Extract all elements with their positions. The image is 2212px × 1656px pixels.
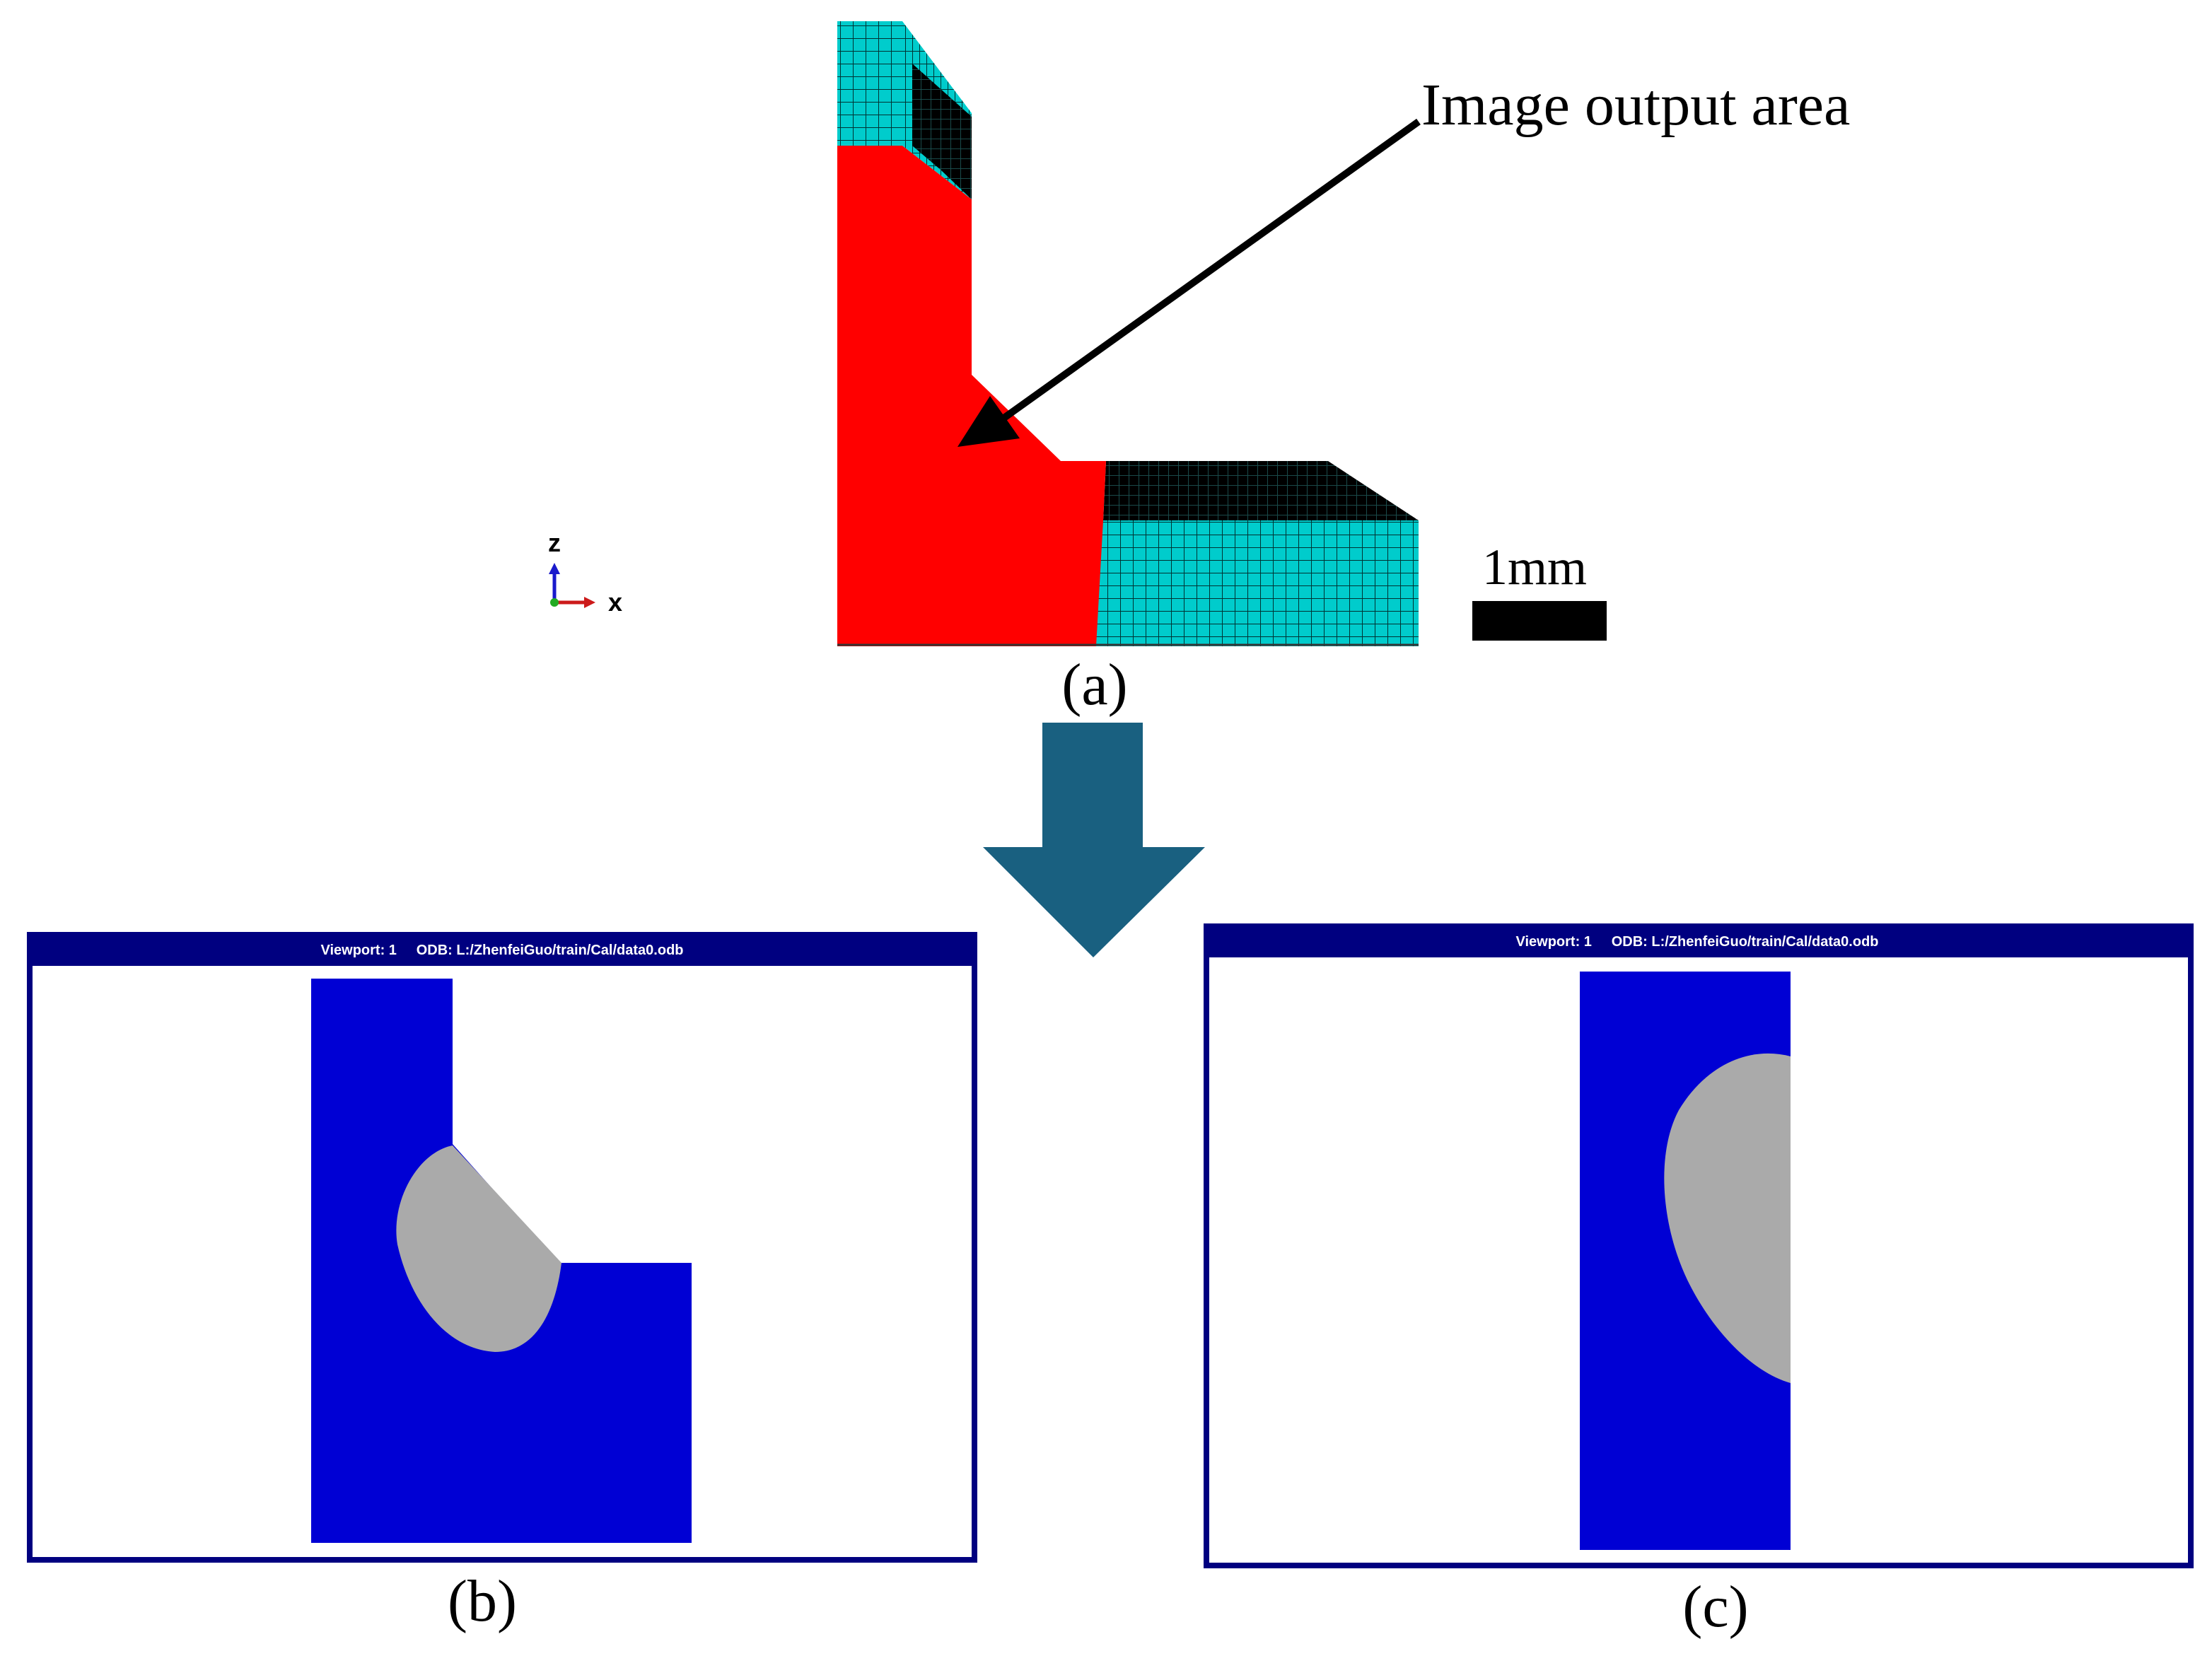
axis-z-label: z: [548, 528, 561, 557]
viewport-b-fusion-zone: [396, 1145, 561, 1352]
viewport-c-title: Viewport: 1 ODB: L:/ZhenfeiGuo/train/Cal…: [1516, 934, 1879, 950]
horizontal-plate-mesh: [1096, 520, 1419, 646]
axis-origin: [550, 598, 559, 607]
caption-c: (c): [1682, 1574, 1748, 1640]
weld-region: [837, 146, 1106, 646]
flow-arrow-down: [983, 723, 1205, 957]
axis-x-arrowhead: [584, 597, 595, 608]
horizontal-plate-top-face: [1103, 461, 1419, 520]
viewport-b-title: Viewport: 1 ODB: L:/ZhenfeiGuo/train/Cal…: [321, 943, 684, 958]
annotation-arrow-shaft: [995, 118, 1421, 426]
viewport-c: Viewport: 1 ODB: L:/ZhenfeiGuo/train/Cal…: [1204, 923, 2194, 1640]
vertical-plate-mesh: [837, 21, 902, 146]
viewport-c-fusion-zone: [1664, 1053, 1791, 1383]
scale-bar: [1472, 601, 1607, 641]
axis-triad: z x: [548, 528, 622, 617]
axis-z-arrowhead: [549, 563, 560, 574]
annotation-arrow-head: [957, 396, 1020, 447]
scale-bar-label: 1mm: [1482, 539, 1587, 595]
annotation-label: Image output area: [1421, 72, 1850, 138]
viewport-b: Viewport: 1 ODB: L:/ZhenfeiGuo/train/Cal…: [27, 932, 977, 1634]
caption-b: (b): [448, 1568, 517, 1634]
vertical-plate-dark-face: [912, 64, 972, 199]
caption-a: (a): [1061, 652, 1127, 718]
axis-x-label: x: [608, 588, 622, 617]
panel-a-fe-model: Image output area 1mm z x (a): [548, 21, 1850, 718]
